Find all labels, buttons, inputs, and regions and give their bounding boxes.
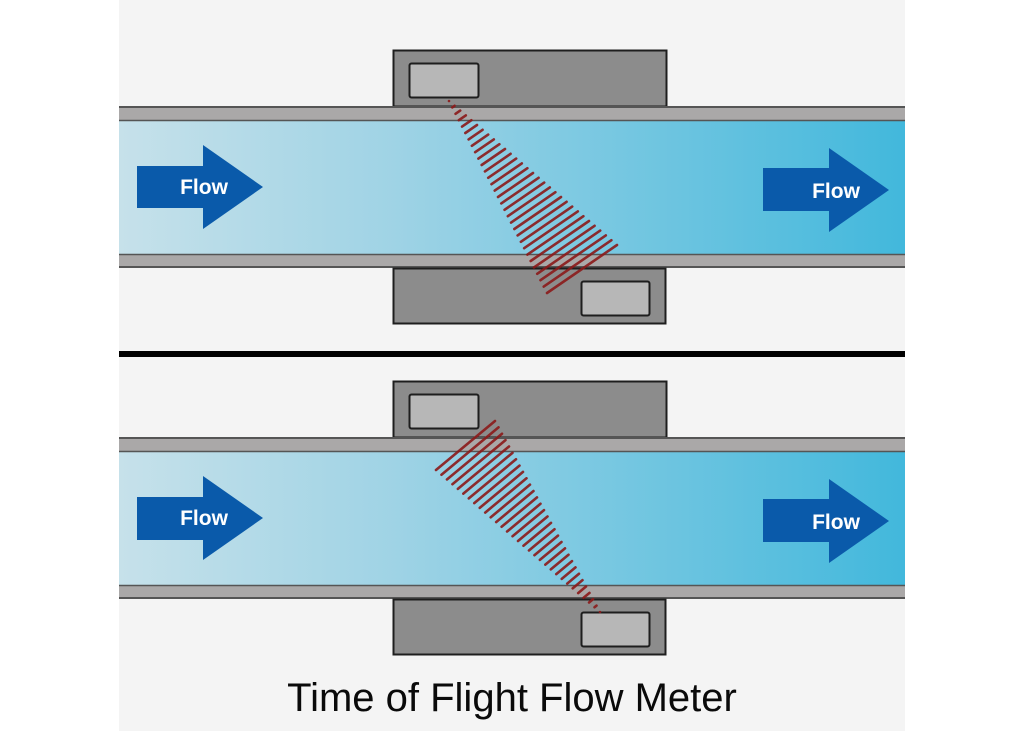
beam-stripe bbox=[464, 123, 479, 135]
transmitter-sensor bbox=[408, 62, 480, 99]
beam-stripe bbox=[532, 224, 596, 269]
beam-stripe bbox=[529, 219, 591, 263]
ultrasonic-beam bbox=[447, 99, 619, 295]
beam-stripe bbox=[489, 483, 532, 519]
beam-stripe bbox=[467, 457, 518, 500]
pipe-wall-top bbox=[119, 106, 905, 121]
beam-stripe bbox=[593, 604, 598, 609]
beam-stripe bbox=[544, 547, 567, 566]
beam-stripe bbox=[477, 142, 501, 160]
flow-arrow-right: Flow bbox=[763, 148, 889, 232]
bottom-diagram: Flow Flow bbox=[119, 380, 905, 656]
beam-stripe bbox=[460, 118, 473, 128]
beam-stripe bbox=[582, 591, 591, 600]
beam-stripe bbox=[500, 496, 539, 529]
beam-stripe bbox=[493, 166, 529, 192]
diagram-title: Time of Flight Flow Meter bbox=[287, 676, 737, 720]
ultrasonic-beam bbox=[434, 419, 602, 614]
flow-arrow-right: Flow bbox=[763, 479, 889, 563]
beam-stripe bbox=[434, 419, 497, 472]
transmitter-sensor bbox=[580, 611, 651, 648]
beam-stripe bbox=[542, 238, 613, 288]
beam-stripe bbox=[545, 243, 619, 295]
beam-stripe bbox=[503, 181, 546, 212]
beam-stripe bbox=[516, 515, 549, 543]
flow-arrow-left: Flow bbox=[137, 476, 263, 560]
beam-stripe bbox=[457, 114, 468, 122]
beam-stripe bbox=[483, 152, 512, 173]
beam-stripe bbox=[440, 426, 500, 477]
beam-stripe bbox=[494, 489, 535, 524]
beam-stripe bbox=[560, 566, 577, 581]
beam-stripe bbox=[470, 133, 490, 148]
top-transducer-housing bbox=[392, 49, 668, 108]
receiver-sensor bbox=[580, 280, 651, 317]
divider-line bbox=[119, 351, 905, 357]
flow-arrow-left: Flow bbox=[137, 145, 263, 229]
beam-stripe bbox=[571, 578, 584, 590]
beam-stripe bbox=[516, 200, 568, 237]
receiver-sensor bbox=[408, 393, 480, 430]
beam-stripe bbox=[549, 553, 570, 571]
bottom-transducer-housing bbox=[392, 267, 667, 325]
beam-stripe bbox=[513, 195, 563, 231]
beam-stripe bbox=[478, 470, 525, 510]
beam-stripe bbox=[511, 508, 546, 538]
beam-stripe bbox=[506, 186, 552, 218]
top-transducer-housing bbox=[392, 380, 668, 439]
beam-stripe bbox=[535, 229, 602, 276]
beam-stripe bbox=[496, 171, 535, 199]
pipe-wall-bottom bbox=[119, 254, 905, 268]
beam-stripe bbox=[533, 534, 560, 557]
flow-label: Flow bbox=[812, 511, 860, 534]
beam-stripe bbox=[587, 597, 595, 604]
beam-stripe bbox=[483, 476, 528, 514]
beam-stripe bbox=[456, 445, 511, 491]
flow-label: Flow bbox=[812, 180, 860, 203]
pipe-wall-bottom bbox=[119, 585, 905, 599]
beam-stripe bbox=[554, 559, 574, 576]
beam-stripe bbox=[519, 205, 574, 244]
beam-stripe bbox=[480, 147, 507, 167]
beam-stripe bbox=[505, 502, 542, 533]
beam-stripe bbox=[445, 432, 504, 481]
beam-stripe bbox=[527, 527, 556, 552]
beam-stripe bbox=[450, 104, 456, 109]
flow-label: Flow bbox=[180, 176, 228, 199]
beam-stripe bbox=[454, 109, 462, 116]
beam-stripe bbox=[451, 438, 507, 486]
beam-stripe bbox=[490, 162, 524, 186]
beam-stripe bbox=[526, 214, 585, 256]
beam-stripe bbox=[462, 451, 514, 495]
bottom-transducer-housing bbox=[392, 598, 667, 656]
beam-stripe bbox=[539, 234, 608, 282]
beam-stripe bbox=[472, 464, 521, 505]
beam-stripe bbox=[486, 157, 518, 180]
flow-label: Flow bbox=[180, 507, 228, 530]
beam-stripe bbox=[499, 176, 540, 205]
beam-stripe bbox=[522, 210, 580, 250]
beam-stripe bbox=[565, 572, 581, 585]
pipe-wall-top bbox=[119, 437, 905, 452]
beam-stripe bbox=[576, 585, 588, 595]
beam-stripe bbox=[522, 521, 553, 548]
beam-stripe bbox=[538, 540, 563, 562]
top-diagram: Flow Flow bbox=[119, 49, 905, 325]
beam-stripe bbox=[509, 190, 557, 224]
beam-stripe bbox=[473, 138, 496, 154]
beam-stripe bbox=[467, 128, 484, 141]
